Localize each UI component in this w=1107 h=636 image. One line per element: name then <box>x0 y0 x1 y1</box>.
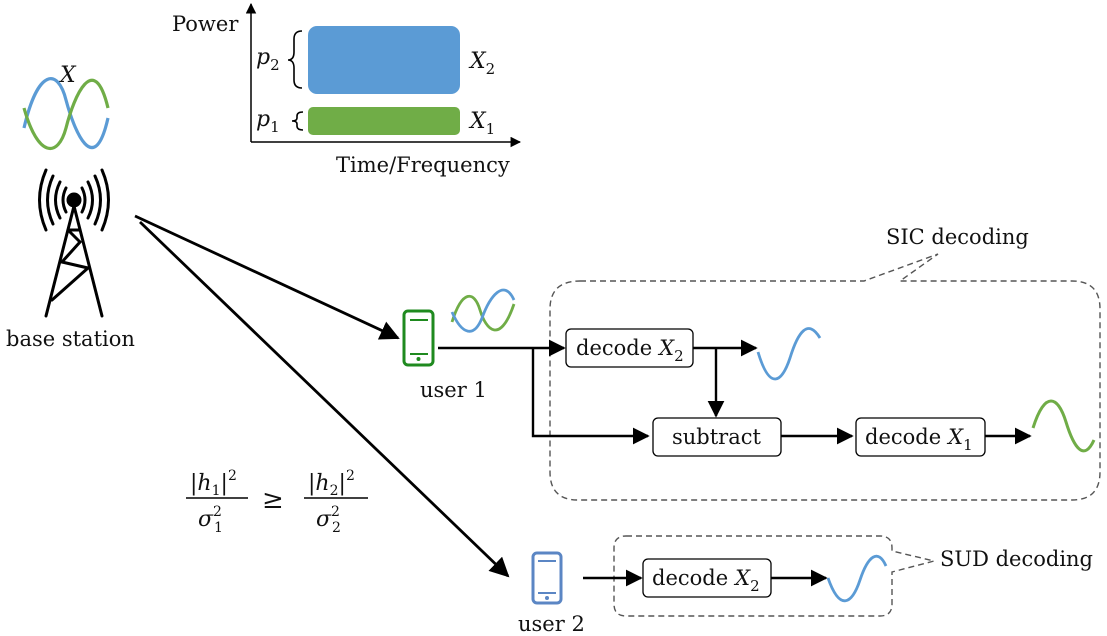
user1: user 1 <box>402 288 516 402</box>
sic-title: SIC decoding <box>886 225 1029 249</box>
p1-label: p1 <box>256 107 280 136</box>
x2-label: X2 <box>468 49 495 78</box>
user2: user 2 <box>518 551 585 636</box>
sud-dashed-callout <box>613 535 935 617</box>
x1-label: X1 <box>468 109 495 138</box>
p2-label: p2 <box>256 45 280 74</box>
user1-received-wave-blue-icon <box>450 288 516 333</box>
sud-decoding-region: SUD decoding <box>613 535 1093 617</box>
user1-label: user 1 <box>420 378 487 402</box>
decoded-x2-wave-icon <box>756 327 822 381</box>
downlink-arrow-user2 <box>139 220 510 578</box>
antenna-tower-icon <box>38 168 110 318</box>
user1-received-wave-green-icon <box>450 294 516 332</box>
downlink-arrow-user1 <box>134 214 400 340</box>
x2-wave-icon <box>22 77 110 149</box>
base-station: X base station <box>6 63 135 351</box>
phone-icon-user2 <box>531 551 563 605</box>
sic-decoding-region: SIC decoding <box>549 225 1101 501</box>
decoded-x1-wave-icon <box>1031 399 1096 453</box>
x1-wave-icon <box>22 78 110 151</box>
x2-power-block <box>308 26 460 94</box>
power-allocation-chart: Power Time/Frequency p2 p1 X2 X1 <box>172 2 522 177</box>
phone-icon-user1 <box>402 309 435 367</box>
p2-brace <box>287 30 303 89</box>
sic-dashed-callout <box>549 253 1101 501</box>
user2-label: user 2 <box>518 612 585 636</box>
lhs-numerator: |h1|2 <box>190 468 237 499</box>
bypass-to-subtract-arrow <box>531 348 650 445</box>
time-frequency-axis-label: Time/Frequency <box>336 153 510 177</box>
subtract-label: subtract <box>672 425 762 449</box>
relation-symbol: ≥ <box>262 485 284 515</box>
sud-title: SUD decoding <box>940 547 1093 571</box>
x1-power-block <box>308 107 460 135</box>
superposed-signal-symbol: X <box>58 63 77 88</box>
sud-decoded-x2-wave-icon <box>826 554 888 603</box>
base-station-label: base station <box>6 327 135 351</box>
rhs-numerator: |h2|2 <box>308 468 355 499</box>
p1-brace <box>291 111 304 131</box>
power-axis-label: Power <box>172 12 239 36</box>
